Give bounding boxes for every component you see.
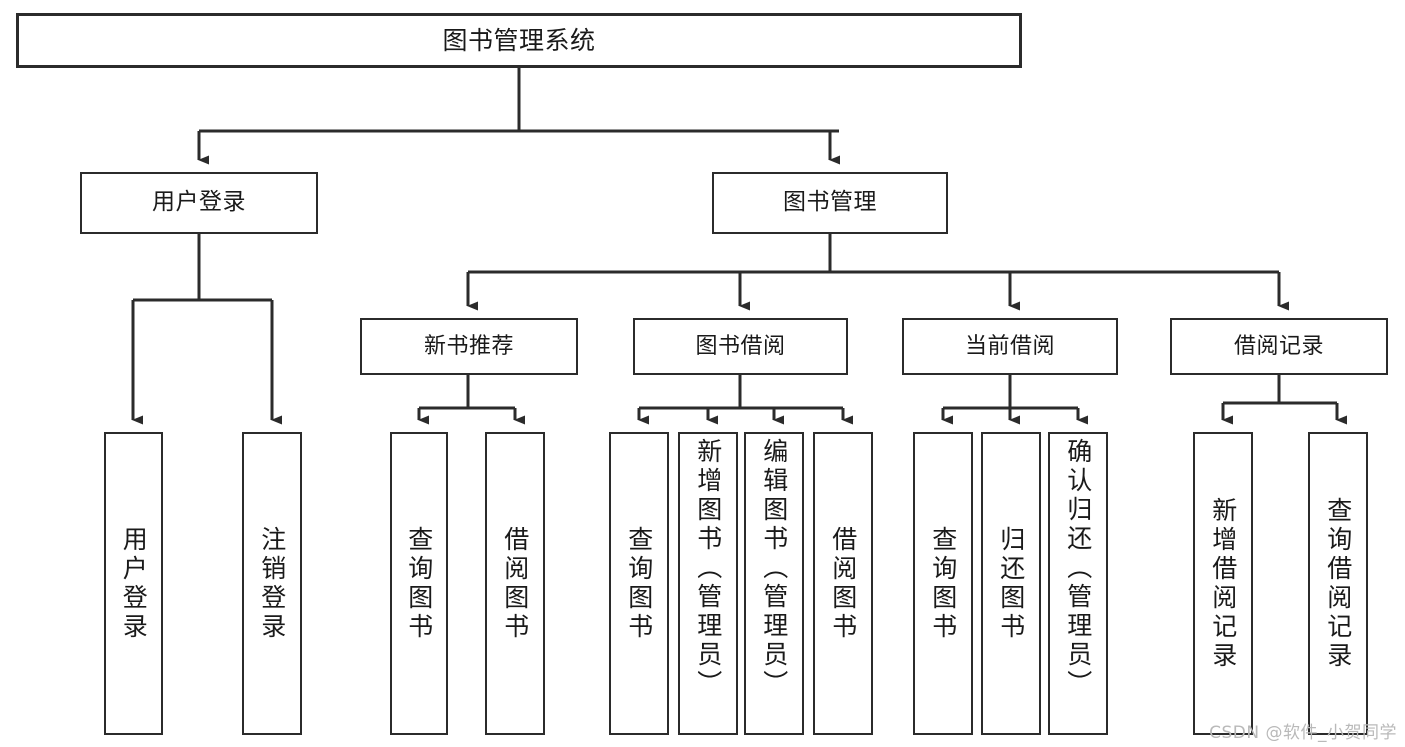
node-label: 查询图书 (624, 525, 654, 642)
node-label: 图书管理 (783, 189, 877, 216)
leaf-return-book[interactable]: 归还图书 (981, 432, 1041, 735)
leaf-query-book-1[interactable]: 查询图书 (390, 432, 448, 735)
leaf-user-login[interactable]: 用户登录 (104, 432, 163, 735)
node-label: 用户登录 (152, 189, 246, 216)
leaf-add-book[interactable]: 新增图书（管理员） (678, 432, 738, 735)
node-label: 查询借阅记录 (1323, 496, 1353, 671)
node-label: 新增借阅记录 (1208, 496, 1238, 671)
node-label: 确认归还（管理员） (1063, 438, 1093, 699)
node-book-manage[interactable]: 图书管理 (712, 172, 948, 234)
node-label: 借阅图书 (828, 525, 858, 642)
node-label: 查询图书 (404, 525, 434, 642)
node-label: 图书管理系统 (442, 25, 596, 55)
node-label: 借阅记录 (1233, 333, 1324, 359)
leaf-add-record[interactable]: 新增借阅记录 (1193, 432, 1253, 735)
leaf-edit-book[interactable]: 编辑图书（管理员） (744, 432, 804, 735)
watermark: CSDN @软件_小贺同学 (1209, 723, 1397, 743)
node-label: 注销登录 (257, 525, 287, 642)
leaf-logout[interactable]: 注销登录 (242, 432, 302, 735)
leaf-borrow-book-1[interactable]: 借阅图书 (485, 432, 545, 735)
node-label: 用户登录 (119, 525, 149, 642)
node-label: 编辑图书（管理员） (759, 438, 789, 699)
node-borrow-record[interactable]: 借阅记录 (1170, 318, 1388, 375)
node-label: 当前借阅 (964, 333, 1055, 359)
leaf-query-book-3[interactable]: 查询图书 (913, 432, 973, 735)
leaf-query-book-2[interactable]: 查询图书 (609, 432, 669, 735)
node-new-book-recommend[interactable]: 新书推荐 (360, 318, 578, 375)
leaf-confirm-return[interactable]: 确认归还（管理员） (1048, 432, 1108, 735)
leaf-query-record[interactable]: 查询借阅记录 (1308, 432, 1368, 735)
node-current-borrow[interactable]: 当前借阅 (902, 318, 1118, 375)
node-root-system[interactable]: 图书管理系统 (16, 13, 1022, 68)
node-label: 查询图书 (928, 525, 958, 642)
node-label: 新书推荐 (423, 333, 514, 359)
node-label: 图书借阅 (695, 333, 786, 359)
node-book-borrow[interactable]: 图书借阅 (633, 318, 848, 375)
node-user-login[interactable]: 用户登录 (80, 172, 318, 234)
node-label: 借阅图书 (500, 525, 530, 642)
leaf-borrow-book-2[interactable]: 借阅图书 (813, 432, 873, 735)
node-label: 归还图书 (996, 525, 1026, 642)
node-label: 新增图书（管理员） (693, 438, 723, 699)
